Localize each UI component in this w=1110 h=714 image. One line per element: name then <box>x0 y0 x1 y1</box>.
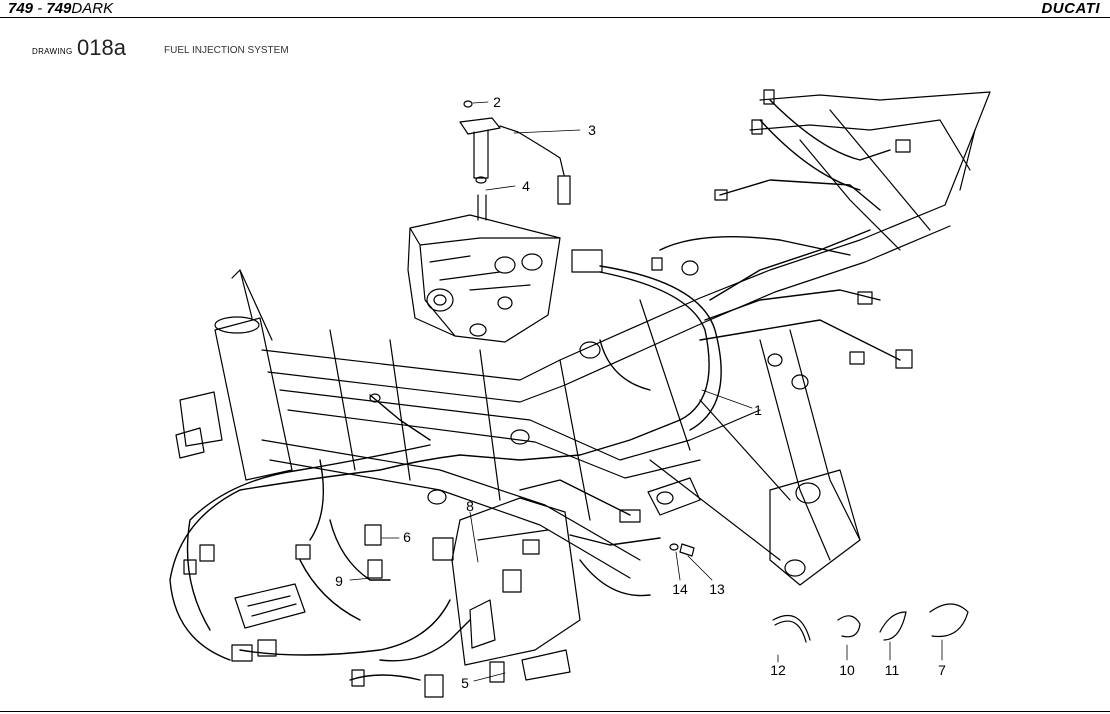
harness-connectors <box>183 89 913 687</box>
ignition-coil <box>459 100 571 205</box>
footer-divider <box>0 711 1110 712</box>
brand-logo: DUCATI <box>1041 0 1100 17</box>
callout-12: 12 <box>770 662 786 678</box>
electronics-plate <box>234 249 603 698</box>
callout-8: 8 <box>466 498 474 514</box>
model-name-variant-base: 749 <box>46 0 72 17</box>
model-separator: - <box>33 0 47 17</box>
callout-6: 6 <box>403 529 411 545</box>
cable-clamps <box>772 603 969 643</box>
callout-1: 1 <box>754 402 762 418</box>
callout-3: 3 <box>588 122 596 138</box>
callout-2: 2 <box>493 94 501 110</box>
model-name: 749 <box>8 0 34 17</box>
model-heading: 749 - 749DARK <box>8 0 113 17</box>
callout-4: 4 <box>522 178 530 194</box>
callout-7: 7 <box>938 662 946 678</box>
motorcycle-frame <box>175 91 991 586</box>
drawing-label: DRAWING <box>32 47 73 56</box>
callout-14: 14 <box>672 581 688 597</box>
header-divider <box>0 17 1110 18</box>
callout-13: 13 <box>709 581 725 597</box>
callout-5: 5 <box>461 675 469 691</box>
callout-leaders <box>349 101 943 682</box>
callout-labels: 2 3 4 1 8 6 9 5 14 13 12 10 11 7 <box>335 94 946 691</box>
callout-10: 10 <box>839 662 855 678</box>
drawing-title: FUEL INJECTION SYSTEM <box>164 45 289 56</box>
drawing-number: 018a <box>77 35 126 60</box>
wiring-harness <box>169 99 901 681</box>
callout-11: 11 <box>885 662 900 678</box>
model-variant: DARK <box>71 0 114 17</box>
bolt-washer <box>669 543 695 557</box>
cylinder-head <box>407 194 561 343</box>
callout-9: 9 <box>335 573 343 589</box>
